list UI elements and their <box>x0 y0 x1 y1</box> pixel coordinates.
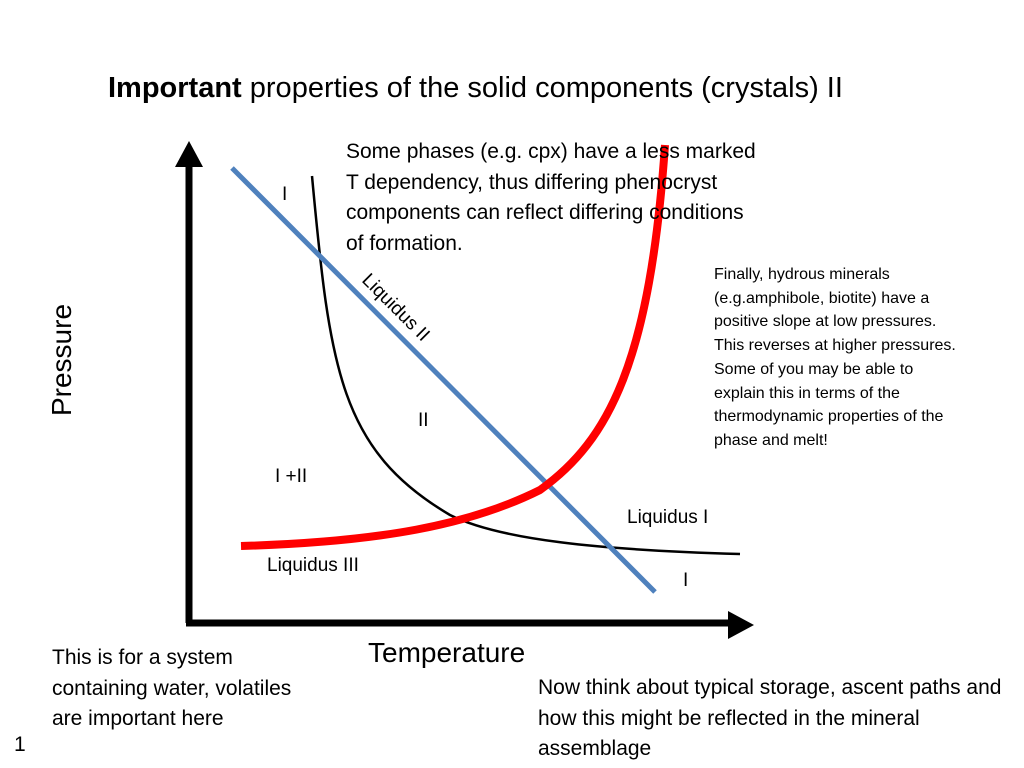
slide-number: 1 <box>14 733 26 756</box>
note-water: This is for a system containing water, v… <box>52 646 292 730</box>
liquidus-2-line <box>230 166 657 594</box>
field-label-i-top: I <box>282 184 288 205</box>
field-label-ii: II <box>418 410 429 431</box>
note-cpx: Some phases (e.g. cpx) have a less marke… <box>346 140 756 255</box>
note-storage: Now think about typical storage, ascent … <box>538 676 1002 760</box>
field-label-i-bottom: I <box>683 570 689 591</box>
y-axis-label: Pressure <box>46 303 77 417</box>
field-label-i-plus-ii: I +II <box>275 466 308 487</box>
title-rest: properties of the solid components (crys… <box>241 72 843 104</box>
x-axis-label: Temperature <box>368 637 526 668</box>
y-axis-arrowhead <box>175 141 203 167</box>
x-axis-arrowhead <box>728 611 754 639</box>
liquidus-3-curve <box>240 144 669 550</box>
liquidus-3-label: Liquidus III <box>267 555 359 576</box>
liquidus-1-label: Liquidus I <box>627 507 709 528</box>
title-bold: Important <box>108 72 242 104</box>
note-hydrous: Finally, hydrous minerals (e.g.amphibole… <box>714 266 956 449</box>
page-title: Important properties of the solid compon… <box>108 72 843 105</box>
